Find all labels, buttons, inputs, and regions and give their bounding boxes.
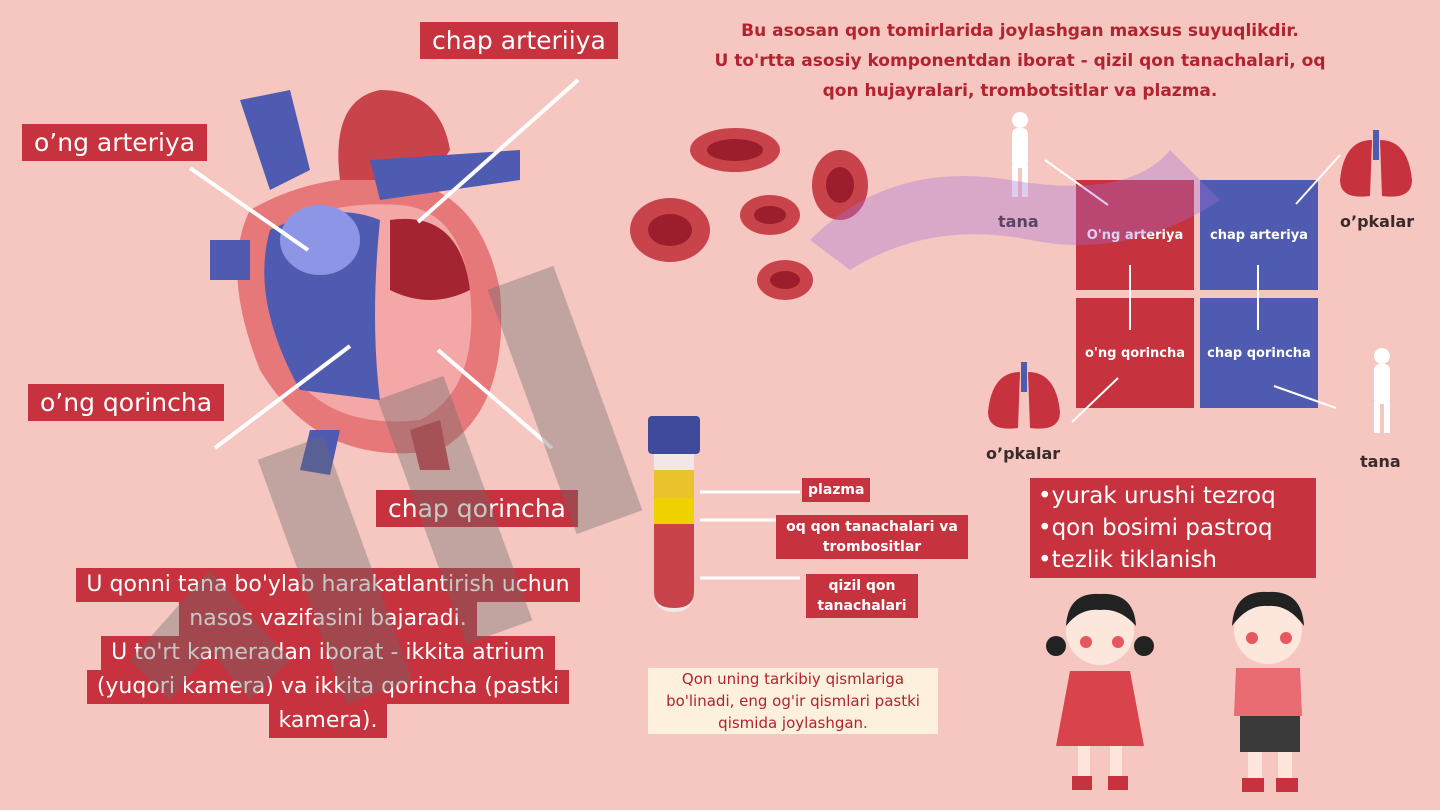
cell-left-artery: chap arteriya	[1200, 180, 1318, 290]
label-left-artery: chap arteriiya	[420, 22, 618, 59]
label-lungs-bottom: o’pkalar	[986, 444, 1061, 463]
test-tube	[648, 416, 700, 612]
tube-note: Qon uning tarkibiy qismlariga bo'linadi,…	[648, 668, 938, 734]
tube-label-rbc: qizil qon tanachalari	[806, 574, 918, 618]
cell-right-ventricle: o'ng qorincha	[1076, 298, 1194, 408]
fact-item: qon bosimi pastroq	[1038, 512, 1308, 544]
label-body-top: tana	[998, 212, 1039, 231]
facts-list: yurak urushi tezroq qon bosimi pastroq t…	[1030, 478, 1316, 578]
body-icon-bottom	[1374, 348, 1390, 433]
tube-label-plasma: plazma	[802, 478, 871, 502]
label-body-bottom: tana	[1360, 452, 1401, 471]
kids-illustration	[1046, 591, 1304, 792]
tube-label-wbc: oq qon tanachalari va trombositlar	[776, 515, 968, 559]
blood-cells-illustration	[630, 128, 868, 300]
cell-right-artery: O'ng arteriya	[1076, 180, 1194, 290]
lungs-icon-bottom	[988, 362, 1060, 429]
lungs-icon-top	[1340, 130, 1412, 197]
fact-item: tezlik tiklanish	[1038, 544, 1308, 576]
body-icon-top	[1012, 112, 1028, 197]
heart-illustration	[210, 90, 520, 475]
label-right-artery: o’ng arteriya	[22, 124, 208, 161]
label-lungs-top: o’pkalar	[1340, 212, 1415, 231]
label-left-ventricle: chap qorincha	[376, 490, 578, 527]
fact-item: yurak urushi tezroq	[1038, 480, 1308, 512]
intro-text: Bu asosan qon tomirlarida joylashgan max…	[714, 21, 1326, 101]
heart-description: U qonni tana bo'ylab harakatlantirish uc…	[44, 568, 612, 738]
label-right-ventricle: o’ng qorincha	[28, 384, 225, 421]
